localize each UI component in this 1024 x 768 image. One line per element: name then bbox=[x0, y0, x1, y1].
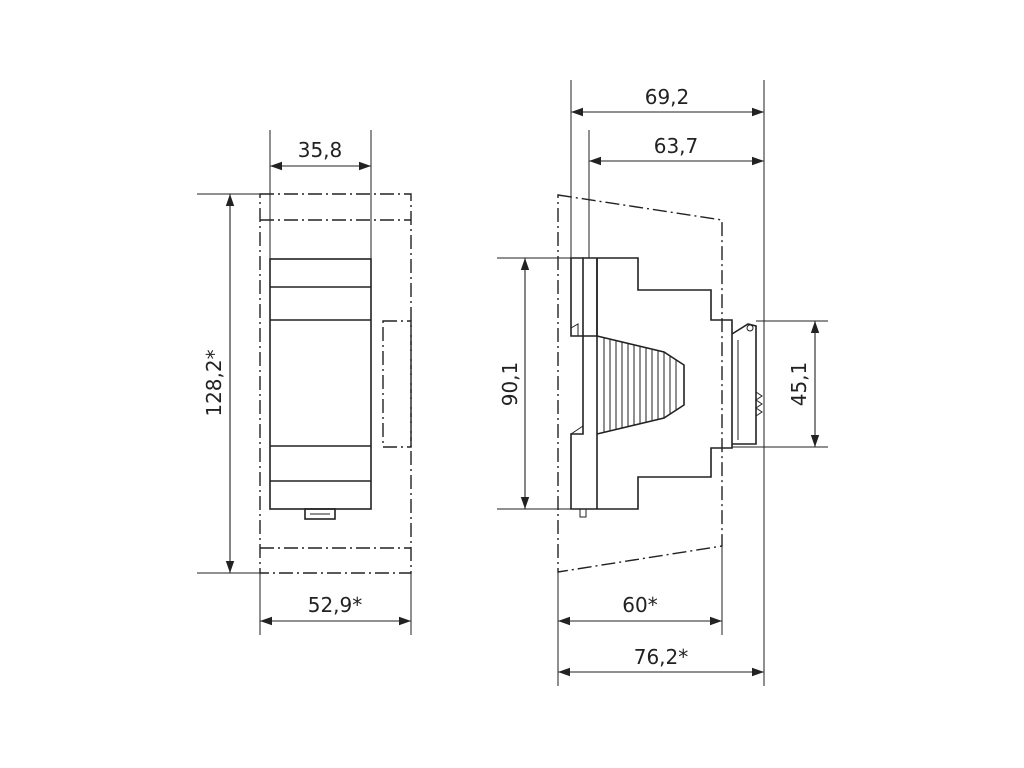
side-inner-top-label: 63,7 bbox=[654, 134, 699, 158]
side-vent-outline bbox=[596, 335, 685, 435]
side-rear-clip-teeth bbox=[755, 391, 763, 417]
front-view: 35,8 128,2* 52,9* bbox=[197, 130, 412, 635]
side-view: 69,2 63,7 90,1 45,1 60* 76,2* bbox=[497, 80, 828, 686]
side-total-top-label: 69,2 bbox=[645, 85, 690, 109]
front-width-bottom-label: 52,9* bbox=[308, 593, 363, 617]
side-bottom-latch bbox=[579, 508, 587, 518]
front-height-label: 128,2* bbox=[202, 349, 226, 416]
side-height-right-label: 45,1 bbox=[787, 362, 811, 407]
side-clip-top bbox=[570, 323, 579, 336]
side-vent-ribs bbox=[603, 338, 677, 432]
side-rear-clip bbox=[731, 323, 757, 445]
side-rear-clip-pin bbox=[746, 324, 754, 332]
front-side-tab bbox=[382, 320, 412, 448]
side-depth-bottom-label: 60* bbox=[622, 593, 657, 617]
front-module-body bbox=[269, 258, 372, 510]
front-din-latch bbox=[304, 508, 336, 520]
side-total-bottom-label: 76,2* bbox=[634, 645, 689, 669]
side-module-body bbox=[570, 257, 733, 510]
side-clip-bottom bbox=[570, 425, 584, 435]
front-width-top-label: 35,8 bbox=[298, 138, 343, 162]
side-height-left-label: 90,1 bbox=[498, 362, 522, 407]
